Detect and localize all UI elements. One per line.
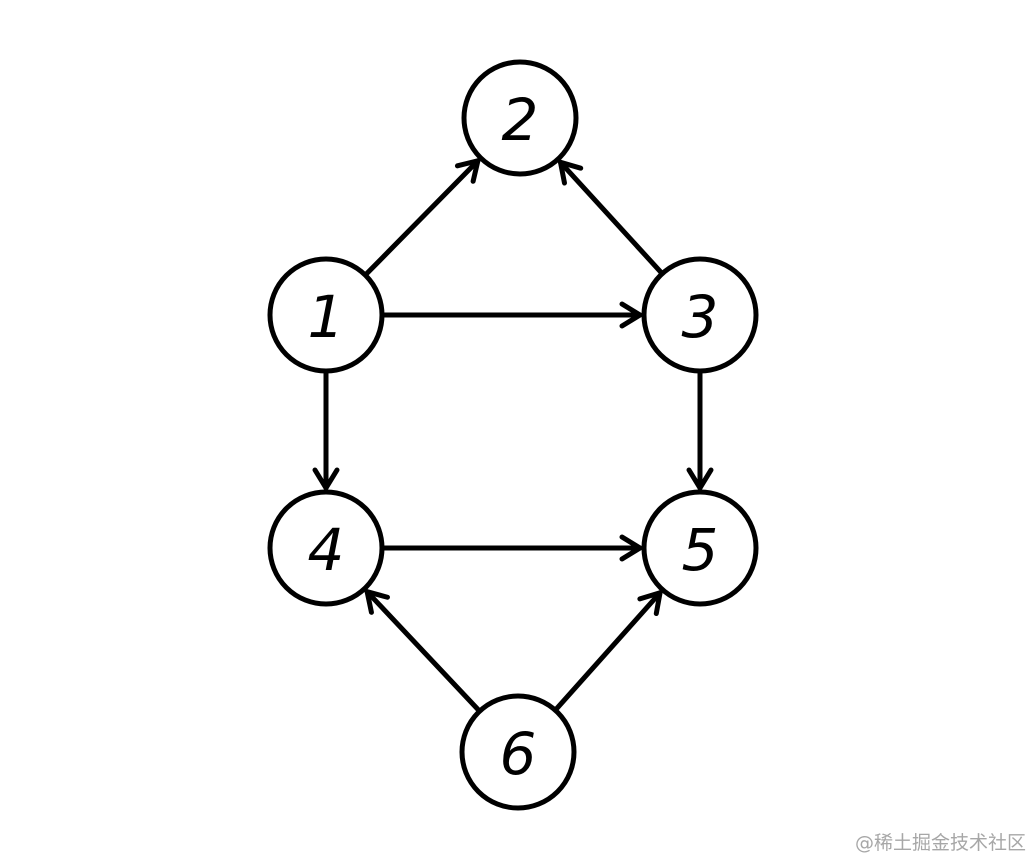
- edge-1-to-2: [364, 158, 481, 277]
- node-label: 2: [502, 86, 539, 154]
- edge-1-to-3: [381, 301, 643, 329]
- node-circle: [461, 59, 579, 177]
- edge-3-to-5: [686, 370, 714, 491]
- node-2: 2: [461, 59, 579, 177]
- node-3: 3: [641, 256, 759, 374]
- arrowhead-icon: [619, 534, 643, 562]
- edge-line: [364, 589, 481, 713]
- edge-3-to-2: [557, 159, 664, 275]
- edge-6-to-4: [364, 589, 481, 713]
- node-circle: [267, 489, 385, 607]
- node-circle: [641, 489, 759, 607]
- arrowhead-icon: [312, 467, 340, 491]
- node-label: 3: [682, 283, 719, 351]
- node-label: 4: [308, 516, 345, 584]
- arrowhead-icon: [557, 159, 584, 186]
- nodes-layer: 1 2 3 4 5 6: [267, 59, 759, 811]
- arrowhead-icon: [454, 158, 481, 184]
- node-circle: [641, 256, 759, 374]
- node-label: 5: [682, 516, 719, 584]
- node-circle: [459, 693, 577, 811]
- edge-1-to-4: [312, 370, 340, 491]
- arrowhead-icon: [686, 467, 714, 491]
- edge-6-to-5: [554, 590, 663, 712]
- edge-line: [364, 158, 481, 277]
- arrowhead-icon: [637, 590, 663, 617]
- watermark: @稀土掘金技术社区: [854, 832, 1026, 854]
- node-5: 5: [641, 489, 759, 607]
- edges-layer: [312, 158, 714, 713]
- edge-line: [557, 159, 664, 275]
- arrowhead-icon: [619, 301, 643, 329]
- arrowhead-icon: [364, 589, 390, 615]
- node-6: 6: [459, 693, 577, 811]
- node-1: 1: [267, 256, 385, 374]
- edge-line: [554, 590, 663, 712]
- node-circle: [267, 256, 385, 374]
- node-label: 6: [500, 720, 537, 788]
- node-label: 1: [308, 283, 345, 351]
- edge-4-to-5: [381, 534, 643, 562]
- node-4: 4: [267, 489, 385, 607]
